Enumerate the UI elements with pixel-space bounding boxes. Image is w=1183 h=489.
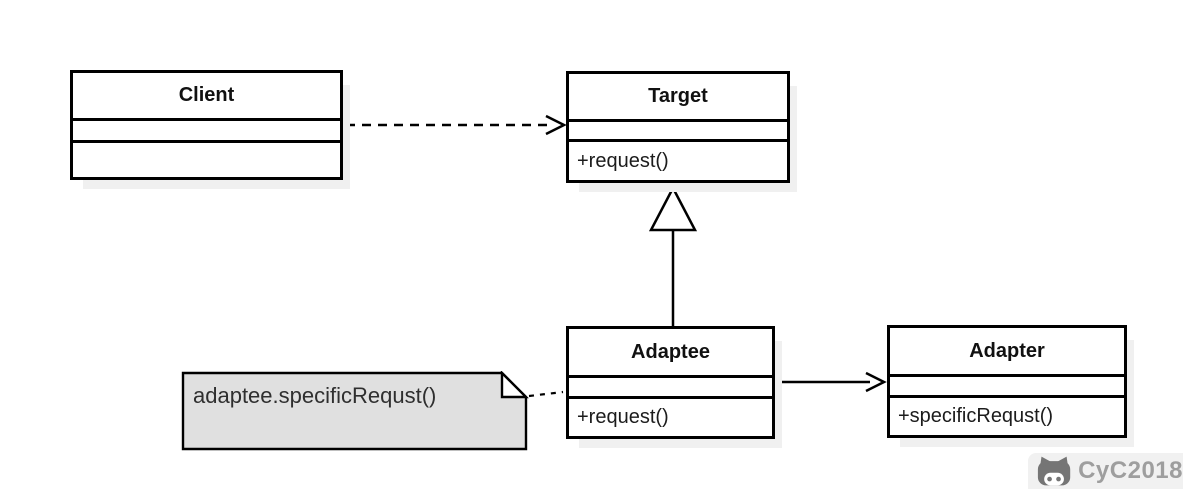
methods-compartment: +request() bbox=[569, 396, 772, 436]
note-text: adaptee.specificRequst() bbox=[193, 383, 437, 408]
cat-logo-icon bbox=[1037, 456, 1071, 486]
attributes-compartment bbox=[569, 375, 772, 396]
watermark-text: CyC2018 bbox=[1078, 457, 1183, 484]
watermark: CyC2018 bbox=[1028, 453, 1183, 489]
attributes-compartment bbox=[73, 118, 340, 140]
uml-note-shape bbox=[181, 371, 529, 451]
class-box-adapter: Adapter +specificRequst() bbox=[887, 325, 1127, 438]
attributes-compartment bbox=[569, 119, 787, 139]
note-anchor-edge bbox=[528, 390, 564, 398]
class-box-adaptee: Adaptee +request() bbox=[566, 326, 775, 439]
methods-compartment: +request() bbox=[569, 139, 787, 180]
attributes-compartment bbox=[890, 374, 1124, 395]
open-arrowhead-icon bbox=[865, 371, 887, 393]
class-box-target: Target +request() bbox=[566, 71, 790, 183]
class-name: Client bbox=[178, 84, 235, 106]
class-box-client: Client bbox=[70, 70, 343, 180]
note-folded-corner-icon bbox=[500, 371, 529, 399]
note-body bbox=[181, 371, 528, 451]
class-name: Target bbox=[648, 85, 708, 107]
class-name: Adapter bbox=[969, 339, 1045, 362]
methods-compartment bbox=[73, 140, 340, 177]
open-arrowhead-icon bbox=[545, 114, 567, 136]
hollow-triangle-arrowhead-icon bbox=[648, 185, 698, 232]
class-name: Adaptee bbox=[631, 340, 710, 363]
methods-compartment: +specificRequst() bbox=[890, 395, 1124, 435]
